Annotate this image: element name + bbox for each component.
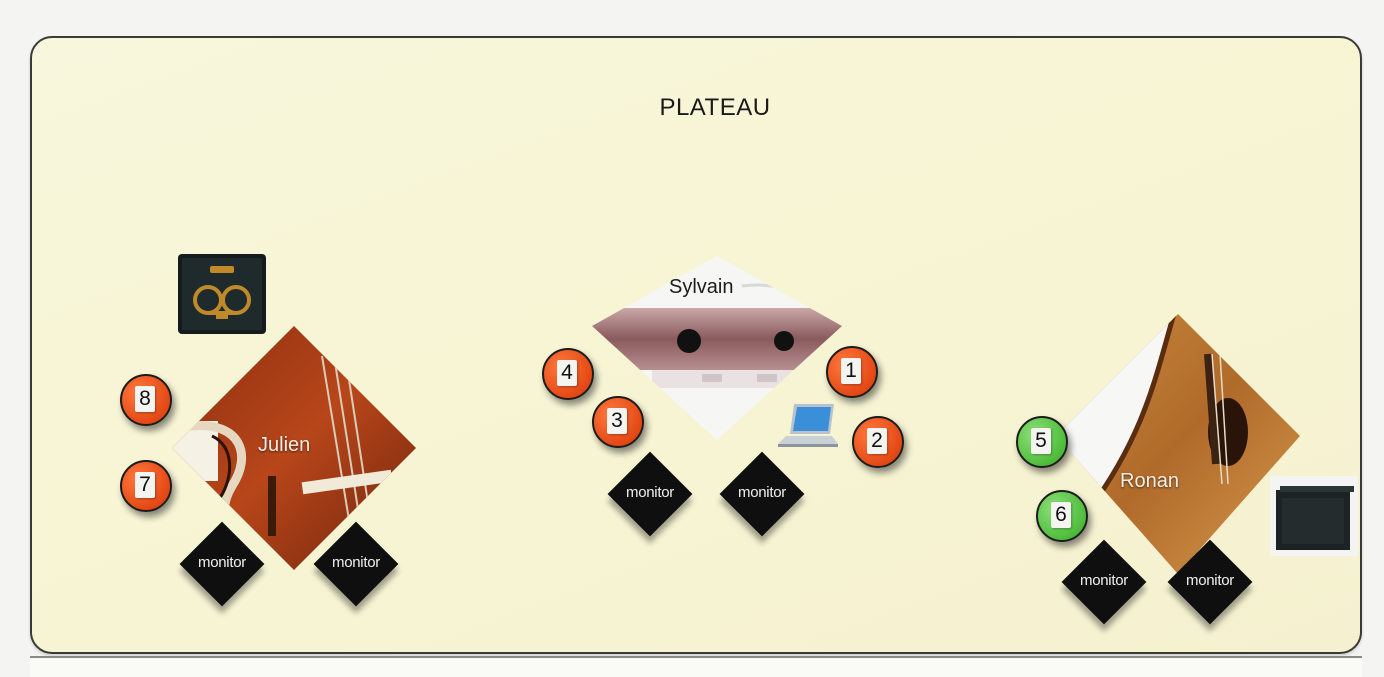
acoustic-guitar-image <box>1056 314 1300 574</box>
channel-number: 1 <box>841 358 861 384</box>
page-bottom-edge <box>30 656 1362 677</box>
bass-amp-icon <box>178 254 266 334</box>
channel-7: 7 <box>120 460 172 512</box>
monitor-ronan-left: monitor <box>1062 540 1146 624</box>
stage-title: PLATEAU <box>600 94 830 122</box>
channel-number: 4 <box>557 360 577 386</box>
performer-name-ronan: Ronan <box>1120 470 1179 493</box>
monitor-label: monitor <box>608 484 692 501</box>
monitor-sylvain-left: monitor <box>608 452 692 536</box>
monitor-label: monitor <box>1062 572 1146 589</box>
monitor-julien-left: monitor <box>180 522 264 606</box>
laptop-icon <box>776 400 840 450</box>
channel-6: 6 <box>1036 490 1088 542</box>
performer-ronan: Ronan <box>1056 314 1300 574</box>
channel-3: 3 <box>592 396 644 448</box>
channel-2: 2 <box>852 416 904 468</box>
monitor-ronan-right: monitor <box>1168 540 1252 624</box>
channel-number: 2 <box>867 428 887 454</box>
channel-8: 8 <box>120 374 172 426</box>
monitor-label: monitor <box>1168 572 1252 589</box>
monitor-label: monitor <box>314 554 398 571</box>
monitor-label: monitor <box>720 484 804 501</box>
channel-5: 5 <box>1016 416 1068 468</box>
performer-name-julien: Julien <box>258 434 310 457</box>
channel-number: 3 <box>607 408 627 434</box>
channel-number: 5 <box>1031 428 1051 454</box>
monitor-sylvain-right: monitor <box>720 452 804 536</box>
channel-number: 6 <box>1051 502 1071 528</box>
guitar-amp-icon <box>1270 476 1358 556</box>
monitor-label: monitor <box>180 554 264 571</box>
channel-number: 8 <box>135 386 155 412</box>
channel-1: 1 <box>826 346 878 398</box>
performer-name-sylvain: Sylvain <box>669 276 733 299</box>
channel-4: 4 <box>542 348 594 400</box>
monitor-julien-right: monitor <box>314 522 398 606</box>
channel-number: 7 <box>135 472 155 498</box>
